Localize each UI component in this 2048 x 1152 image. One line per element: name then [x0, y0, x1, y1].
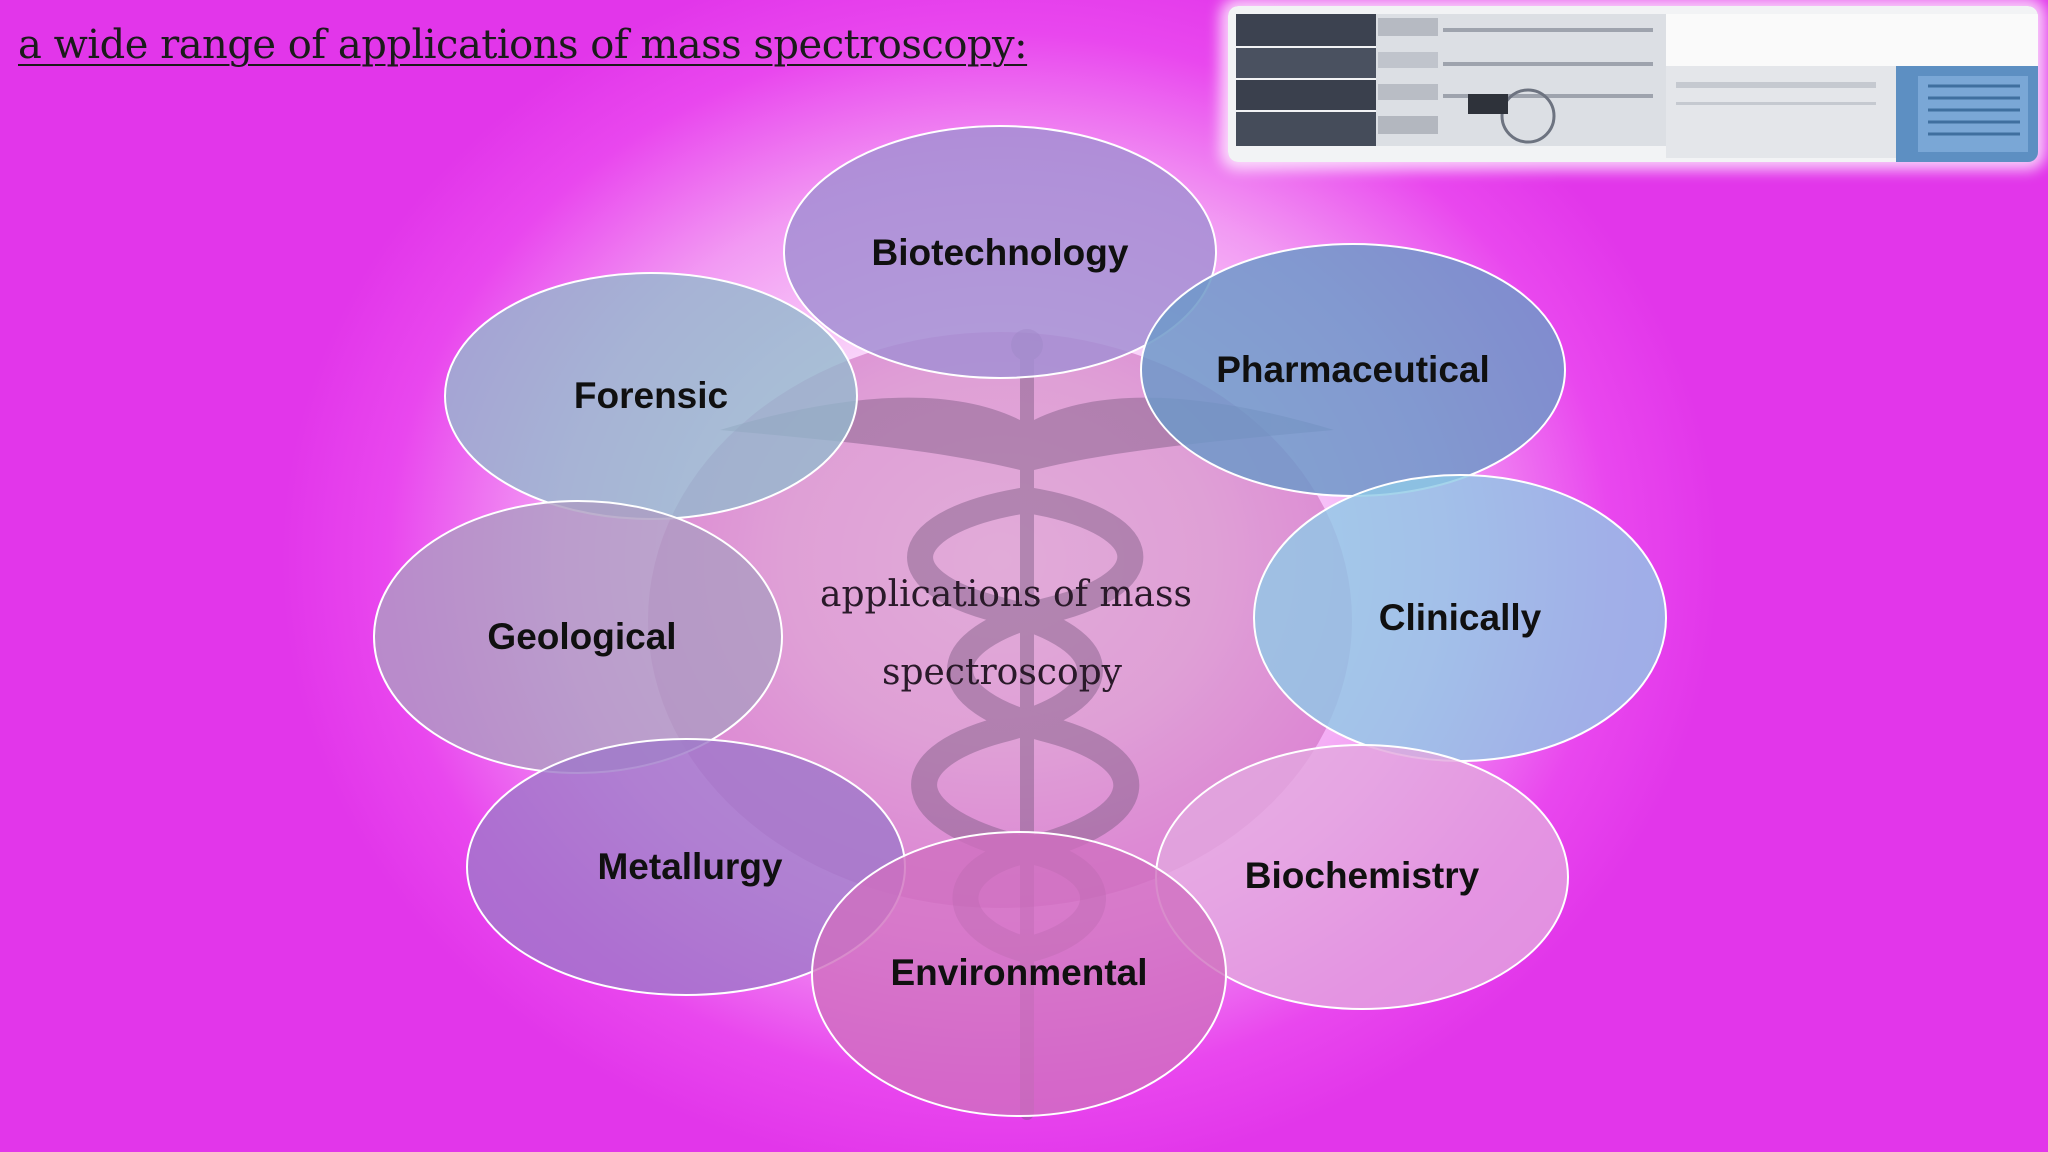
center-circle	[648, 332, 1352, 908]
label-metallurgy: Metallurgy	[597, 846, 782, 887]
label-forensic: Forensic	[574, 375, 728, 416]
label-biotechnology: Biotechnology	[872, 232, 1129, 273]
node-environmental	[811, 831, 1227, 1117]
center-label-line1: applications of mass	[820, 574, 1192, 615]
label-pharmaceutical: Pharmaceutical	[1216, 349, 1490, 390]
mass-spectrometer-photo	[1228, 6, 2038, 162]
label-geological: Geological	[487, 616, 676, 657]
slide-title: a wide range of applications of mass spe…	[18, 22, 1028, 68]
center-label-line2: spectroscopy	[882, 652, 1123, 693]
label-biochemistry: Biochemistry	[1245, 855, 1480, 896]
label-environmental: Environmental	[891, 952, 1148, 993]
label-clinically: Clinically	[1379, 597, 1542, 638]
node-biotechnology	[783, 125, 1217, 379]
